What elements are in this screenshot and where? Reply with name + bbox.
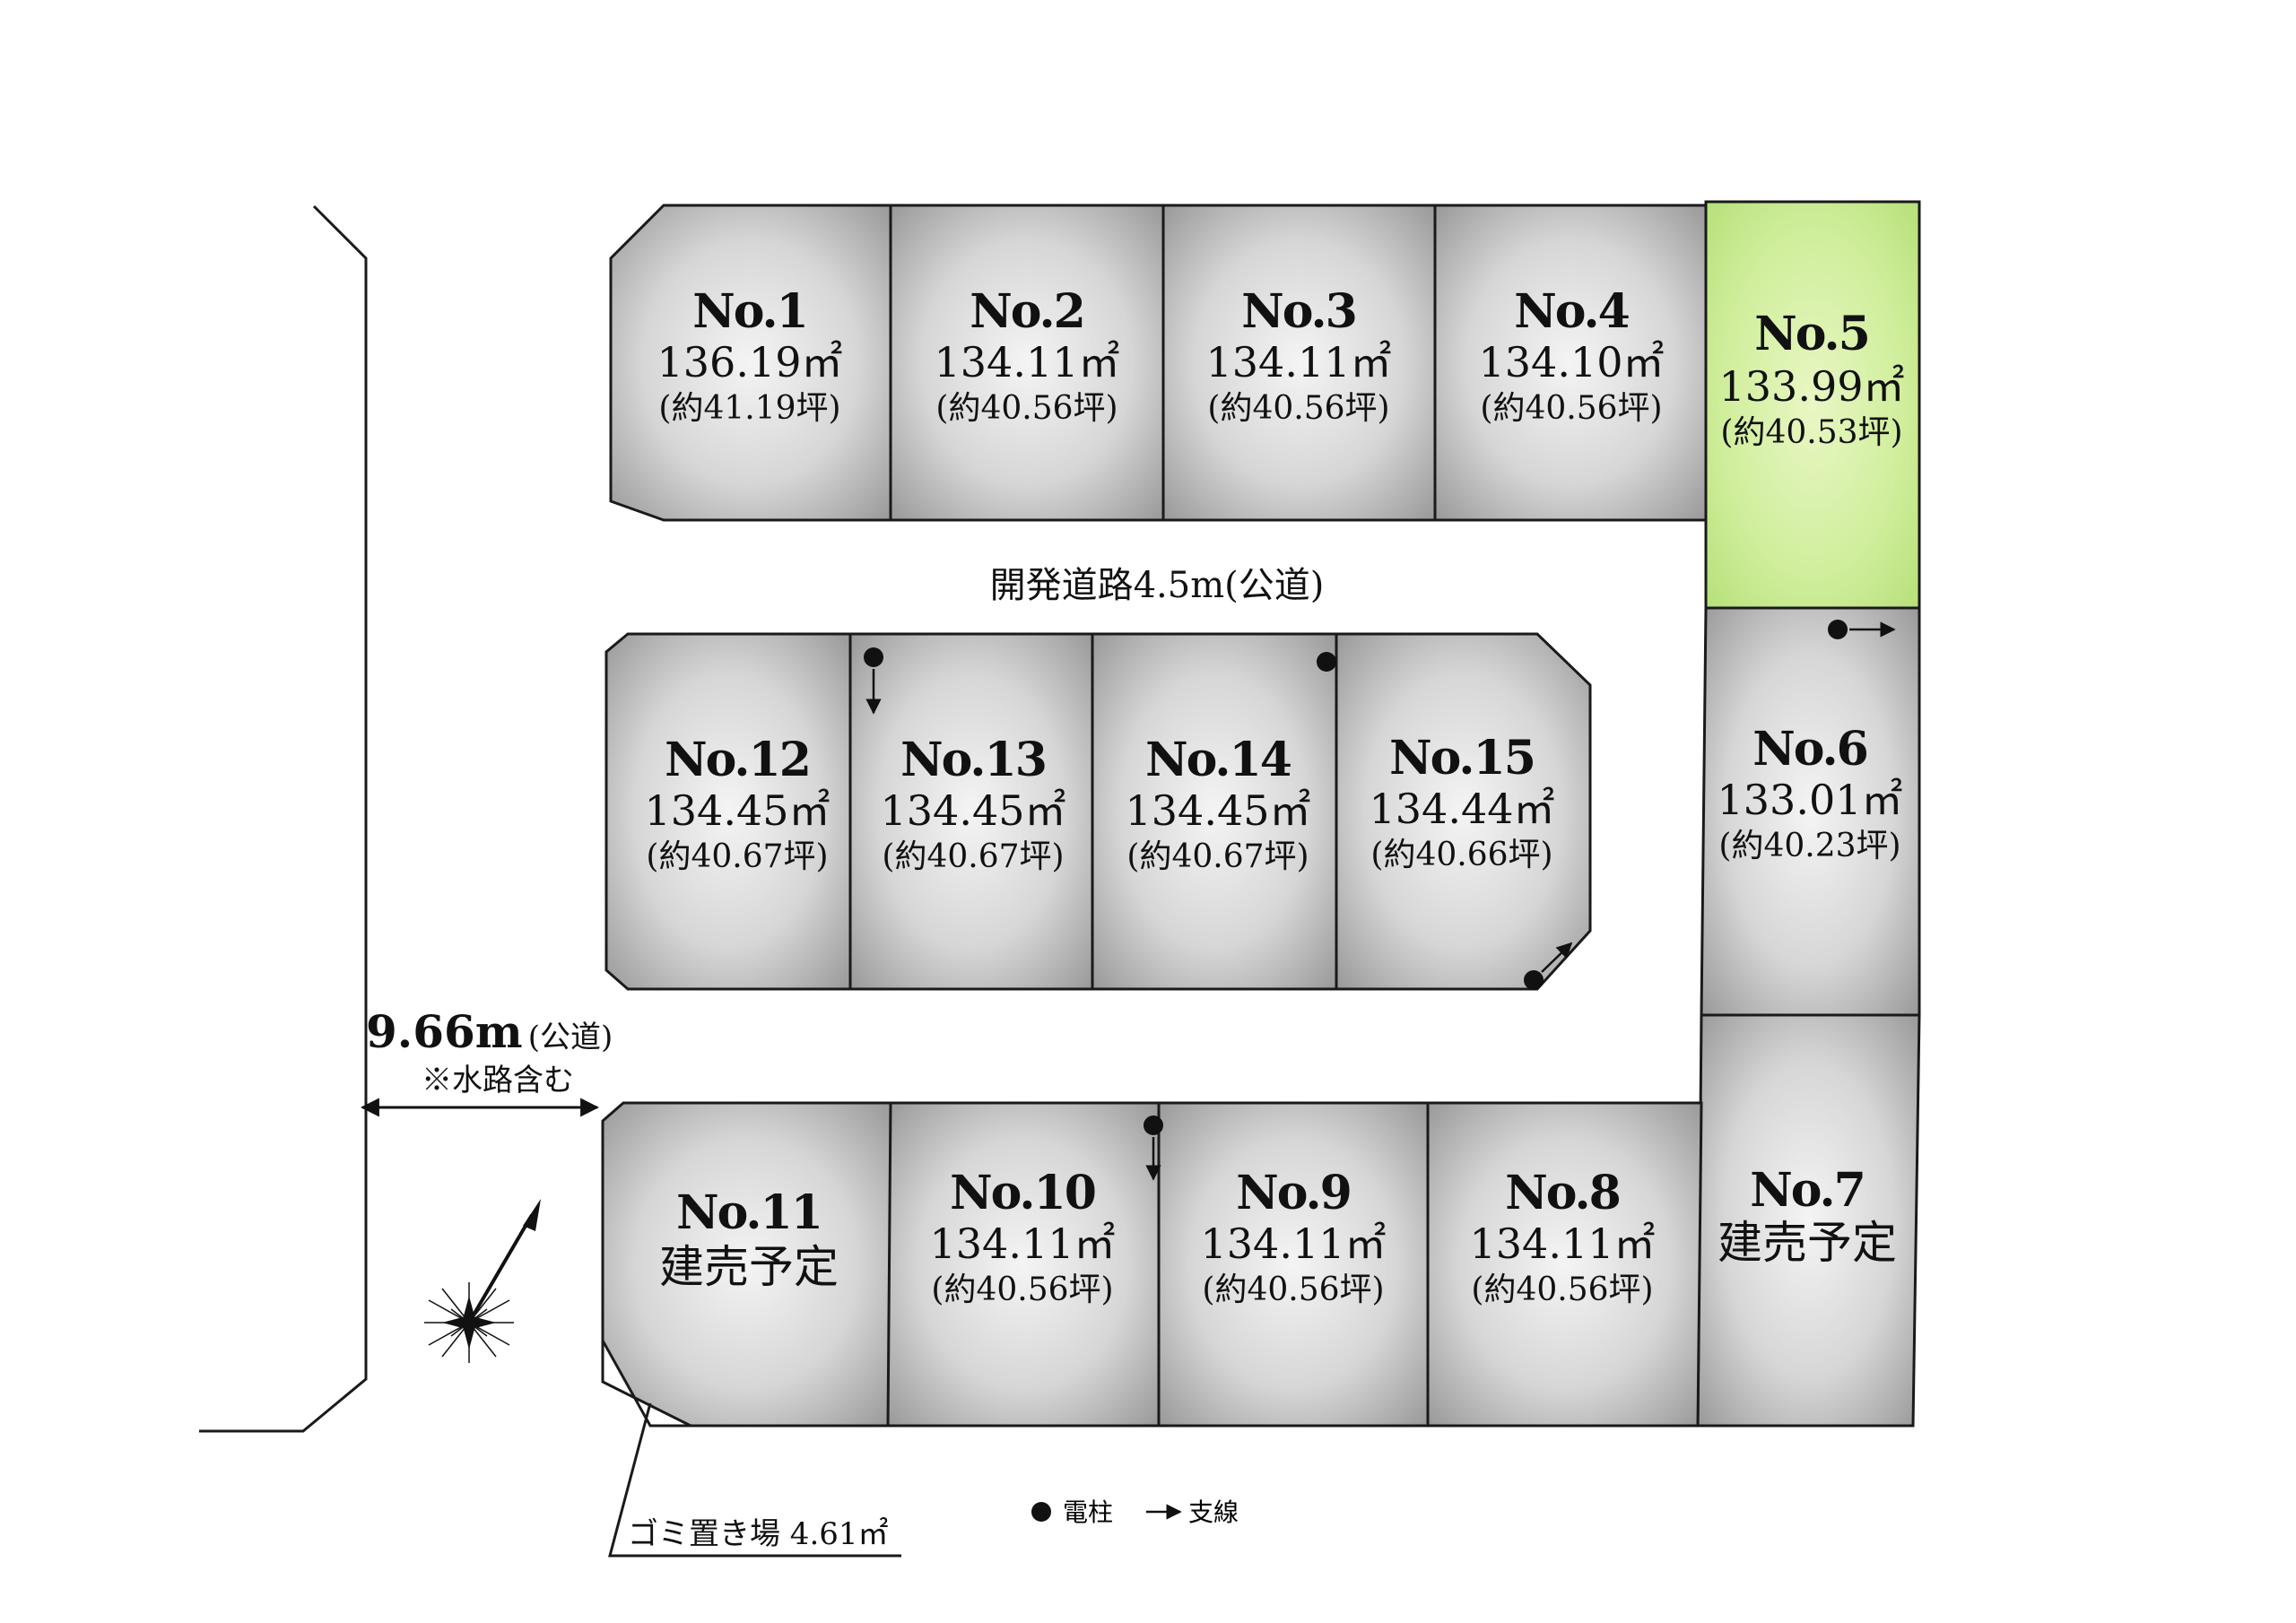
lot-labels: No.1 136.19㎡ (約41.19坪) No.2 134.11㎡ (約40… (645, 284, 1905, 1308)
utility-pole-icon (864, 647, 883, 667)
public-road-dimension: 9.66m(公道) ※水路含む (360, 1005, 613, 1117)
lot-1-tsubo: (約41.19坪) (658, 390, 840, 427)
lot-7-note: 建売予定 (1718, 1217, 1897, 1269)
utility-pole-icon (1144, 1115, 1163, 1135)
north-arrow-icon (424, 1199, 541, 1363)
development-road-label: 開発道路4.5m(公道) (990, 565, 1325, 606)
public-road-width: 9.66m(公道) (366, 1005, 613, 1058)
utility-pole-icon (1828, 620, 1848, 639)
utility-pole-icon (1317, 652, 1336, 672)
lot-5-area: 133.99㎡ (1719, 362, 1905, 411)
lot-6-label: No.6 (1752, 722, 1867, 777)
lot-8-area: 134.11㎡ (1470, 1219, 1656, 1268)
lot-8-tsubo: (約40.56坪) (1471, 1271, 1653, 1308)
lot-10-label: No.10 (950, 1166, 1095, 1220)
lot-11-note: 建売予定 (659, 1241, 839, 1293)
legend-guy-wire-label: 支線 (1188, 1497, 1239, 1527)
lot-4-tsubo: (約40.56坪) (1480, 390, 1662, 427)
legend-pole-label: 電柱 (1063, 1497, 1113, 1527)
garbage-area-label: ゴミ置き場 4.61㎡ (628, 1516, 889, 1552)
garbage-area-callout: ゴミ置き場 4.61㎡ (608, 1402, 901, 1558)
lot-15-shape[interactable] (1335, 632, 1592, 991)
lot-12-area: 134.45㎡ (645, 786, 831, 835)
lot-10-area: 134.11㎡ (930, 1219, 1116, 1268)
lot-13-tsubo: (約40.67坪) (882, 838, 1064, 875)
lot-3-tsubo: (約40.56坪) (1207, 390, 1389, 427)
utility-markers (864, 620, 1896, 1181)
legend-pole-icon (1031, 1502, 1051, 1522)
lot-4-area: 134.10㎡ (1479, 338, 1665, 386)
lot-3-area: 134.11㎡ (1206, 338, 1392, 386)
lots-layer (601, 200, 1921, 1428)
lot-6-tsubo: (約40.23坪) (1718, 828, 1900, 864)
lot-8-label: No.8 (1505, 1166, 1620, 1220)
lot-9-label: No.9 (1236, 1166, 1351, 1220)
lot-1-area: 136.19㎡ (657, 338, 843, 386)
lot-1-label: No.1 (692, 284, 807, 339)
lot-14-tsubo: (約40.67坪) (1126, 838, 1309, 875)
lot-13-area: 134.45㎡ (881, 786, 1066, 835)
lot-2-tsubo: (約40.56坪) (935, 390, 1118, 427)
lot-2-label: No.2 (970, 284, 1084, 339)
lot-6-area: 133.01㎡ (1718, 776, 1903, 824)
lot-12-tsubo: (約40.67坪) (646, 838, 828, 875)
lot-15-label: No.15 (1389, 731, 1535, 785)
lot-7-label: No.7 (1750, 1163, 1865, 1218)
lot-5-tsubo: (約40.53坪) (1720, 414, 1902, 451)
lot-13-label: No.13 (900, 733, 1046, 787)
lot-5-label: No.5 (1754, 307, 1869, 361)
lot-2-area: 134.11㎡ (935, 338, 1120, 386)
garbage-area-shape (601, 1335, 691, 1428)
lot-3-label: No.3 (1241, 284, 1356, 339)
lot-9-area: 134.11㎡ (1201, 1219, 1387, 1268)
guy-wire-icon (1541, 942, 1573, 973)
public-road-boundary (199, 204, 368, 1433)
public-road-note: ※水路含む (422, 1063, 574, 1098)
lot-10-tsubo: (約40.56坪) (931, 1271, 1113, 1308)
lot-14-area: 134.45㎡ (1126, 786, 1311, 835)
lot-15-area: 134.44㎡ (1370, 785, 1555, 833)
lot-8-shape[interactable] (1426, 1101, 1703, 1428)
lot-4-label: No.4 (1514, 284, 1629, 339)
lot-12-label: No.12 (665, 733, 810, 787)
lot-9-tsubo: (約40.56坪) (1202, 1271, 1384, 1308)
lot-14-label: No.14 (1145, 733, 1292, 787)
utility-pole-icon (1524, 970, 1544, 990)
lot-15-tsubo: (約40.66坪) (1370, 837, 1552, 873)
legend: 電柱 支線 (1031, 1497, 1239, 1527)
lot-11-label: No.11 (676, 1185, 822, 1240)
